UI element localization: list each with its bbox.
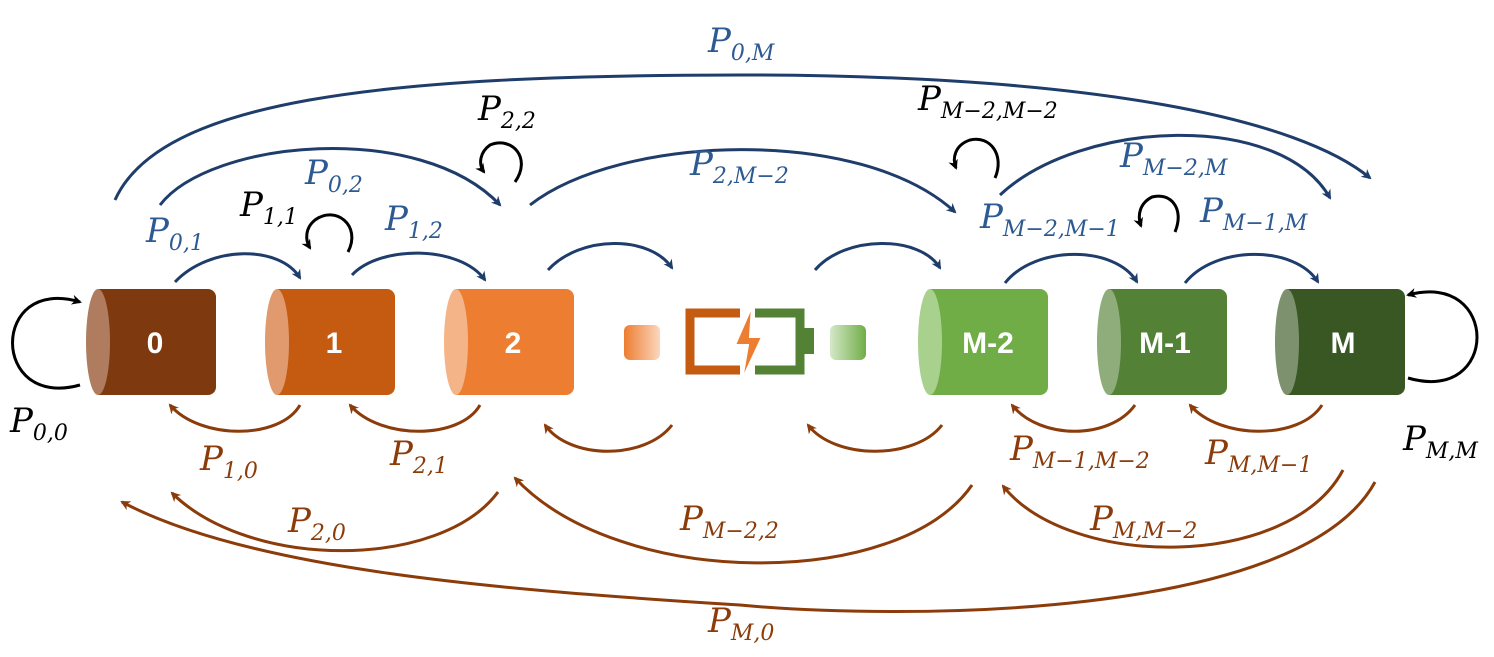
forward-transitions — [113, 73, 1372, 284]
label-p20: P2,0 — [287, 501, 346, 546]
label-pM0: PM,0 — [707, 601, 774, 646]
label-p21: P2,1 — [389, 434, 448, 479]
arc-p0M — [113, 73, 1372, 201]
label-pMM1: PM,M−1 — [1204, 433, 1312, 478]
green-connector — [830, 325, 866, 360]
arc-pMM2 — [1001, 469, 1345, 549]
loop-p00 — [11, 294, 82, 390]
arc-p20 — [170, 491, 500, 553]
loop-p22 — [475, 141, 523, 183]
arc-s2-forward — [546, 242, 674, 272]
loop-pMM — [1406, 288, 1479, 384]
state-label: M-1 — [1139, 327, 1191, 360]
transition-labels: P0,M P0,2 P0,1 P1,2 P2,M−2 PM−2,M PM−2,M… — [9, 21, 1478, 646]
label-p12: P1,2 — [384, 199, 443, 244]
arc-p12 — [350, 251, 487, 282]
label-p0M: P0,M — [707, 21, 775, 66]
state-label: 0 — [147, 327, 164, 360]
arc-p01 — [173, 252, 302, 284]
loop-pM1M1 — [1133, 194, 1180, 233]
state-label: 1 — [326, 327, 343, 360]
label-pM1M: PM−1,M — [1199, 191, 1308, 236]
arc-M2-back — [806, 423, 944, 453]
label-pM22: PM−2,2 — [679, 499, 779, 544]
arc-to-s2 — [543, 423, 674, 453]
label-p10: P1,0 — [199, 439, 258, 484]
label-p01: P0,1 — [145, 211, 204, 256]
arc-p21 — [348, 403, 482, 433]
loop-p11 — [301, 213, 354, 253]
label-pM2M1: PM−2,M−1 — [979, 197, 1120, 242]
battery-charging-icon — [685, 305, 814, 381]
state-label: 2 — [505, 327, 522, 360]
label-pMM2: PM,M−2 — [1089, 499, 1197, 544]
backward-transitions — [120, 403, 1377, 613]
label-pM2M2: PM−2,M−2 — [917, 79, 1058, 124]
arc-pM2M1 — [1003, 252, 1139, 284]
arc-pM2M — [998, 133, 1332, 200]
arc-pM22 — [513, 476, 974, 565]
arc-pM1M — [1183, 252, 1320, 284]
orange-connector — [624, 325, 660, 360]
arc-pM1M2 — [1010, 403, 1137, 433]
loop-pM2M2 — [948, 137, 1000, 179]
state-s0: 0 — [86, 289, 216, 395]
state-label: M-2 — [962, 327, 1014, 360]
arc-pM0 — [120, 481, 1377, 613]
label-p2M2: P2,M−2 — [689, 144, 789, 189]
label-pM1M2: PM−1,M−2 — [1009, 429, 1150, 474]
state-s1: 1 — [265, 289, 395, 395]
label-p22: P2,2 — [477, 89, 536, 134]
arc-to-M2 — [813, 242, 942, 271]
state-sM: M — [1275, 289, 1405, 395]
state-s2: 2 — [444, 289, 574, 395]
state-sM2: M-2 — [918, 289, 1048, 395]
arc-p02 — [158, 147, 502, 207]
label-pM2M: PM−2,M — [1119, 136, 1228, 181]
label-p02: P0,2 — [304, 153, 363, 198]
state-label: M — [1331, 327, 1356, 360]
arc-p10 — [168, 403, 302, 433]
arc-pMM1 — [1188, 403, 1324, 433]
state-sM1: M-1 — [1097, 289, 1227, 395]
label-p00: P0,0 — [9, 401, 68, 446]
self-loops — [11, 137, 1479, 390]
label-pMM: PM,M — [1402, 419, 1478, 464]
label-p11: P1,1 — [239, 185, 298, 230]
arc-p2M2 — [529, 148, 957, 214]
